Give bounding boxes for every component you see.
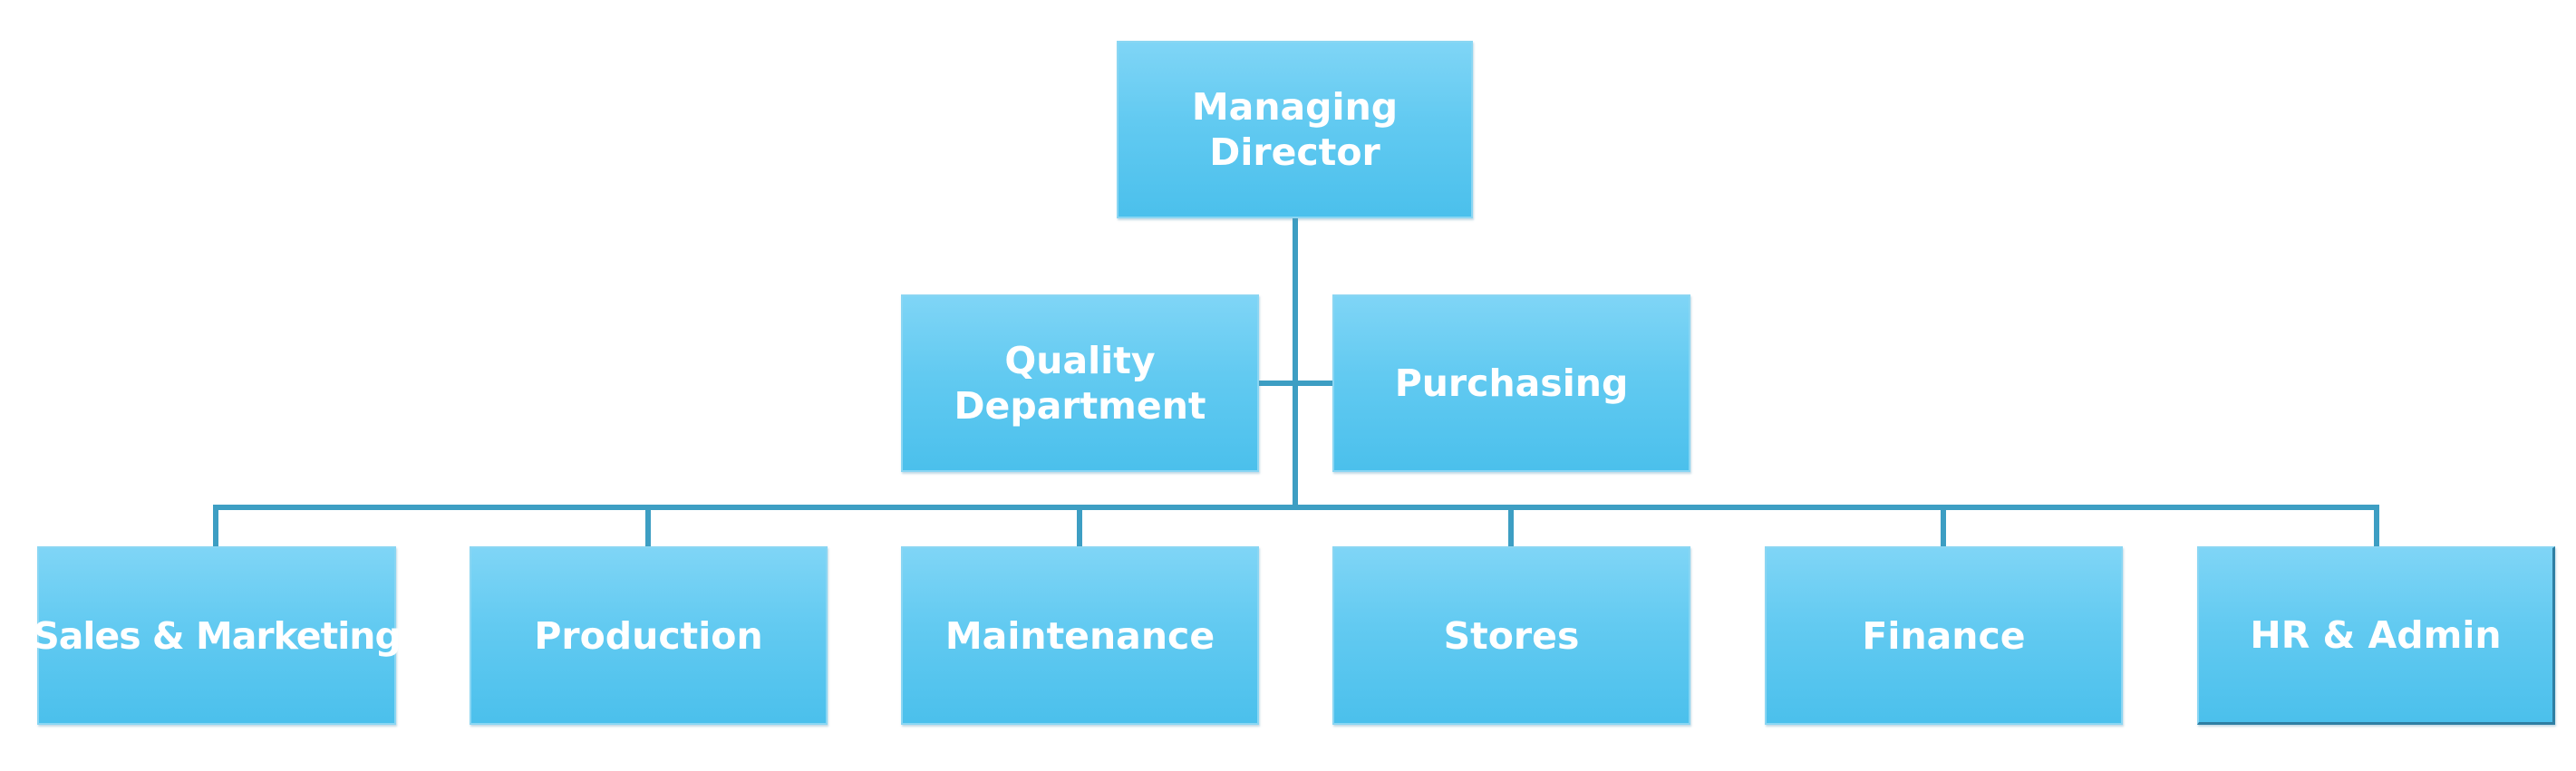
node-label: Stores (1443, 613, 1580, 658)
node-stores: Stores (1332, 546, 1690, 725)
node-managing-director: Managing Director (1117, 41, 1473, 218)
node-purchasing: Purchasing (1332, 294, 1690, 472)
node-production: Production (470, 546, 828, 725)
node-sales-marketing: Sales & Marketing (33, 546, 402, 725)
node-label: Production (534, 613, 763, 658)
node-finance: Finance (1765, 546, 2123, 725)
node-label: Maintenance (944, 613, 1215, 658)
node-label: Managing Director (1191, 85, 1399, 174)
node-hr-admin: HR & Admin (2197, 546, 2555, 725)
node-label: Sales & Marketing (33, 613, 402, 658)
node-maintenance: Maintenance (901, 546, 1259, 725)
node-quality-department: Quality Department (901, 294, 1259, 472)
node-label: Finance (1862, 613, 2026, 658)
node-label: HR & Admin (2250, 613, 2502, 657)
node-label: Quality Department (954, 339, 1206, 428)
node-label: Purchasing (1394, 361, 1629, 405)
